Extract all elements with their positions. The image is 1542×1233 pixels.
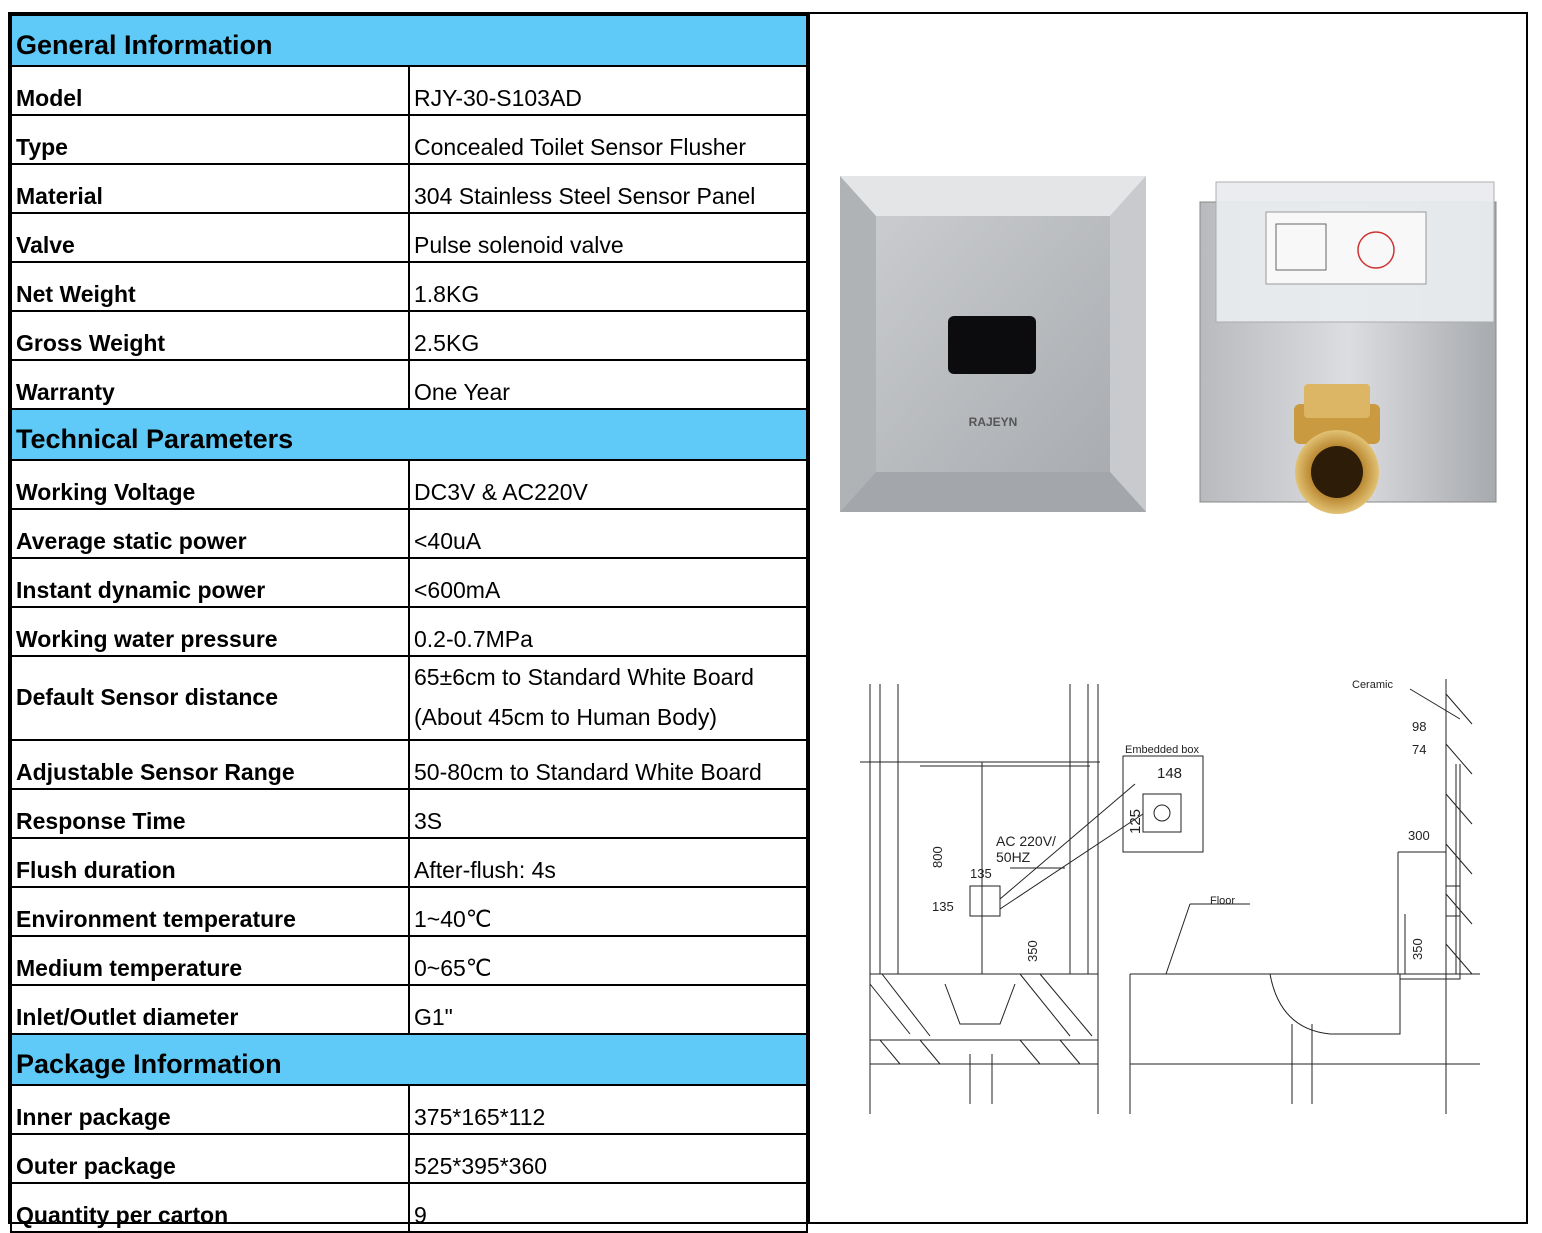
row-label: Environment temperature — [10, 886, 410, 937]
row-value: 0.2-0.7MPa — [408, 606, 808, 657]
embedded-box-image — [1199, 181, 1497, 514]
row-value: 525*395*360 — [408, 1133, 808, 1184]
row-value: 2.5KG — [408, 310, 808, 361]
installation-drawing: Embedded box 148 125 AC 220V/ 50HZ 800 1… — [860, 679, 1480, 1114]
row-value: 9 — [408, 1182, 808, 1233]
drawing-label-floor: Floor — [1210, 895, 1235, 907]
row-label: Response Time — [10, 788, 410, 839]
row-value: 1.8KG — [408, 261, 808, 312]
section-header-general: General Information — [10, 14, 808, 67]
row-value: Concealed Toilet Sensor Flusher — [408, 114, 808, 165]
row-label: Quantity per carton — [10, 1182, 410, 1233]
row-label: Medium temperature — [10, 935, 410, 986]
row-value: 0~65℃ — [408, 935, 808, 986]
row-label: Net Weight — [10, 261, 410, 312]
row-value: After-flush: 4s — [408, 837, 808, 888]
row-label: Outer package — [10, 1133, 410, 1184]
section-header-package: Package Information — [10, 1033, 808, 1086]
drawing-label-350-right: 350 — [1410, 938, 1425, 960]
row-value: DC3V & AC220V — [408, 459, 808, 510]
table-row: Instant dynamic power<600mA — [10, 557, 808, 608]
drawing-label-135-left: 135 — [932, 899, 954, 914]
row-value: 1~40℃ — [408, 886, 808, 937]
drawing-label-350-left: 350 — [1025, 940, 1040, 962]
row-label: Inlet/Outlet diameter — [10, 984, 410, 1035]
section-title: Technical Parameters — [10, 408, 808, 461]
row-label: Adjustable Sensor Range — [10, 739, 410, 790]
row-value: 50-80cm to Standard White Board — [408, 739, 808, 790]
row-label: Gross Weight — [10, 310, 410, 361]
row-label: Flush duration — [10, 837, 410, 888]
row-value: 65±6cm to Standard White Board (About 45… — [408, 655, 808, 741]
row-label: Material — [10, 163, 410, 214]
section-title: General Information — [10, 14, 808, 67]
row-value: <40uA — [408, 508, 808, 559]
drawing-label-800: 800 — [930, 846, 945, 868]
row-label: Model — [10, 65, 410, 116]
section-header-technical: Technical Parameters — [10, 408, 808, 461]
row-value: Pulse solenoid valve — [408, 212, 808, 263]
drawing-label-98: 98 — [1412, 719, 1426, 734]
drawing-label-74: 74 — [1412, 742, 1426, 757]
row-value-line: (About 45cm to Human Body) — [414, 704, 717, 730]
sensor-panel-image: RAJEYN — [840, 176, 1146, 512]
row-value: One Year — [408, 359, 808, 410]
row-value: <600mA — [408, 557, 808, 608]
row-label: Working Voltage — [10, 459, 410, 510]
row-value: G1" — [408, 984, 808, 1035]
row-label: Inner package — [10, 1084, 410, 1135]
row-value: 375*165*112 — [408, 1084, 808, 1135]
table-row: Default Sensor distance 65±6cm to Standa… — [10, 655, 808, 741]
row-value-line: 65±6cm to Standard White Board — [414, 664, 754, 690]
section-title: Package Information — [10, 1033, 808, 1086]
drawing-label-embedded-box: Embedded box — [1125, 744, 1199, 756]
drawing-label-power: AC 220V/ — [996, 833, 1056, 849]
row-label: Type — [10, 114, 410, 165]
row-label: Average static power — [10, 508, 410, 559]
row-label: Instant dynamic power — [10, 557, 410, 608]
drawing-label-125: 125 — [1127, 809, 1144, 834]
row-label: Valve — [10, 212, 410, 263]
product-images-column: RAJEYN — [808, 14, 1528, 1222]
drawing-label-freq: 50HZ — [996, 849, 1031, 865]
row-label: Warranty — [10, 359, 410, 410]
row-value: 304 Stainless Steel Sensor Panel — [408, 163, 808, 214]
panel-brand-label: RAJEYN — [969, 415, 1018, 429]
table-row: Average static power<40uA — [10, 508, 808, 559]
drawing-label-135-top: 135 — [970, 866, 992, 881]
row-label: Default Sensor distance — [10, 655, 410, 741]
drawing-label-148: 148 — [1157, 765, 1182, 782]
row-value: RJY-30-S103AD — [408, 65, 808, 116]
row-label: Working water pressure — [10, 606, 410, 657]
drawing-label-ceramic: Ceramic — [1352, 679, 1393, 691]
row-value: 3S — [408, 788, 808, 839]
drawing-label-300: 300 — [1408, 828, 1430, 843]
